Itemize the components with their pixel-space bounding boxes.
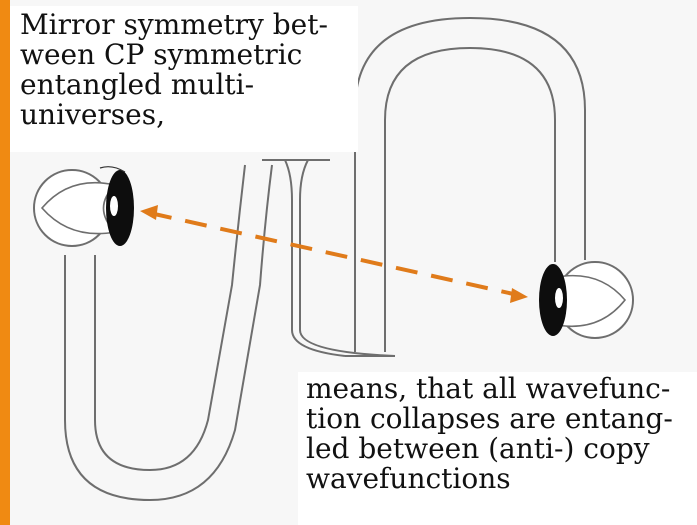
caption-top: Mirror symmetry bet- ween CP symmetric e…: [10, 6, 358, 152]
right-eye-icon: [539, 261, 634, 339]
right-n-tube: [354, 16, 586, 352]
caption-bottom: means, that all wavefunc- tion collapses…: [298, 372, 697, 525]
left-u-tube: [64, 159, 396, 502]
dashed-arrow: [140, 205, 528, 303]
orange-border: [0, 0, 10, 525]
left-eye-icon: [33, 166, 134, 247]
